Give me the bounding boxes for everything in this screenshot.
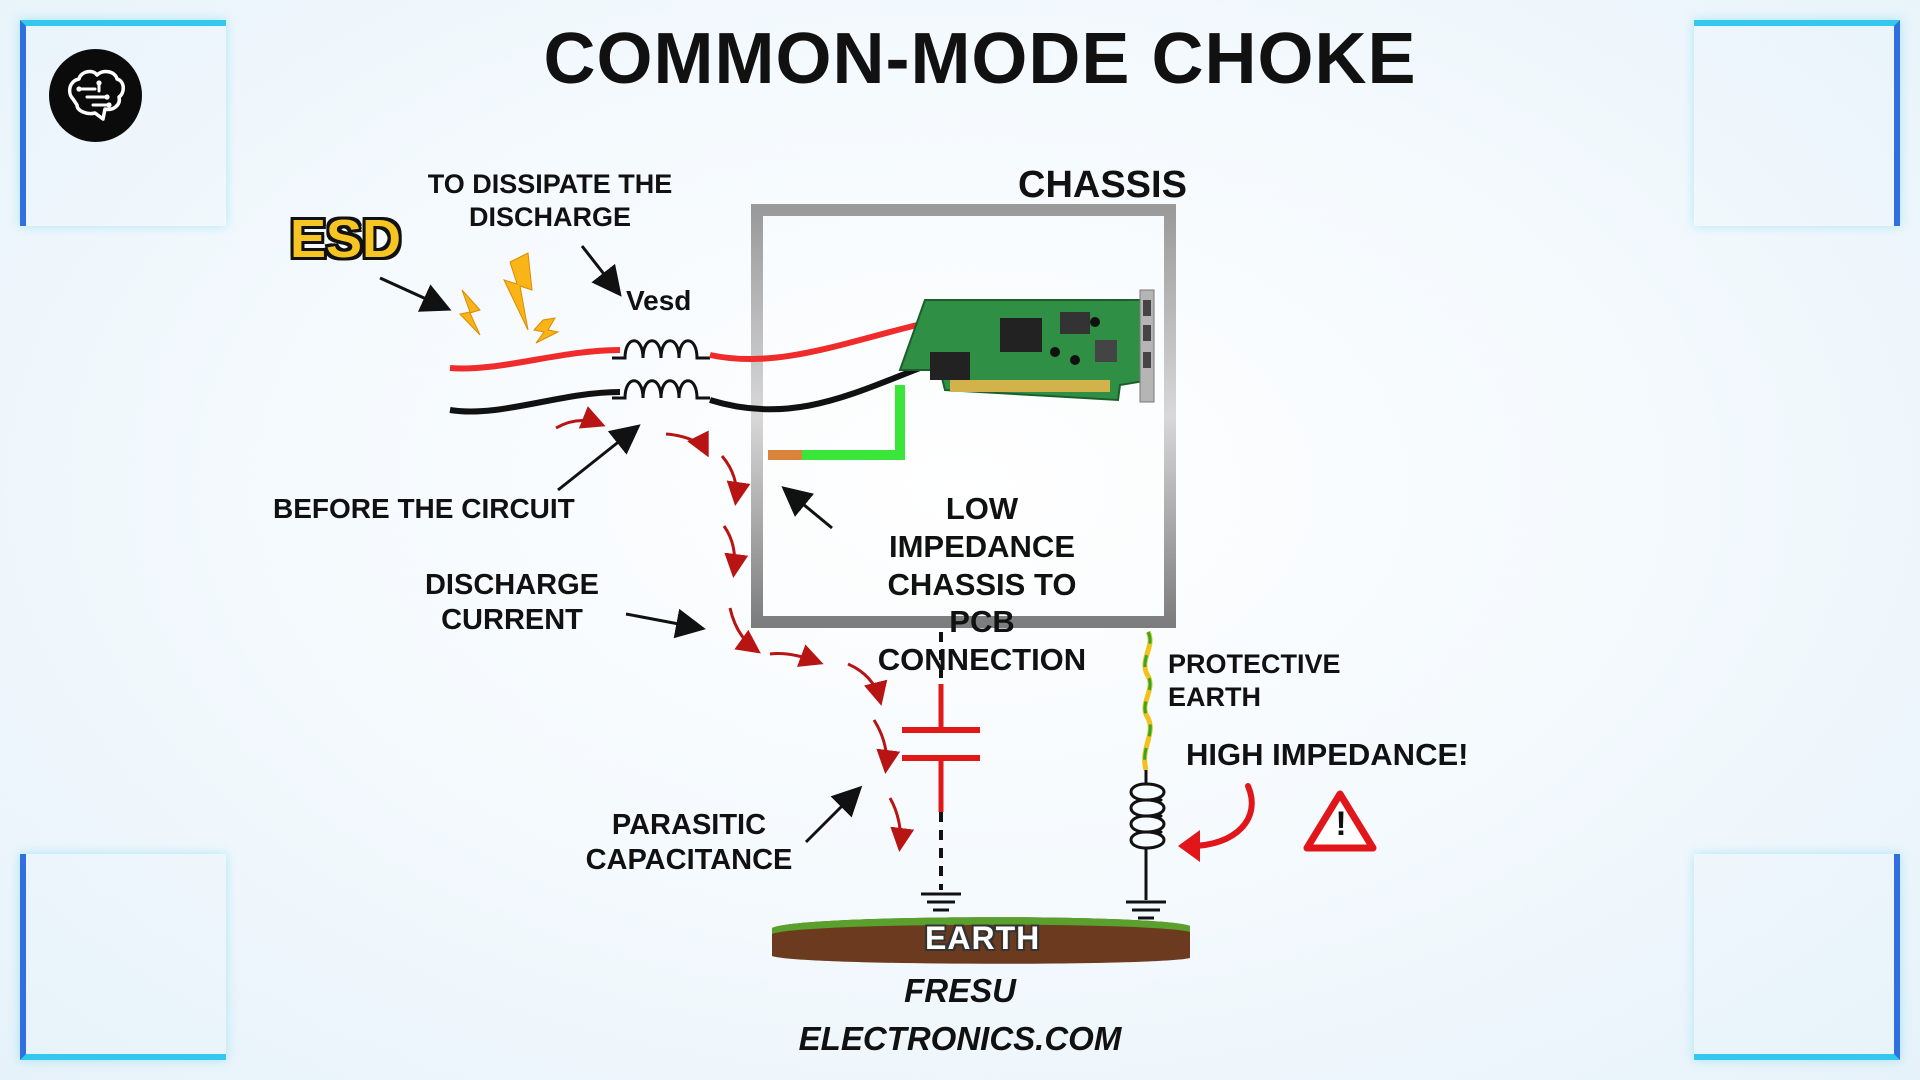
protective-earth-wire-yellow xyxy=(1142,630,1153,771)
black-wire-in xyxy=(449,389,621,415)
pcb-card xyxy=(898,289,1155,403)
warning-triangle-icon xyxy=(1303,790,1377,852)
vesd-label: Vesd xyxy=(626,285,692,316)
dissipate-label: TO DISSIPATE THE DISCHARGE xyxy=(427,169,673,232)
warning-glyph: ! xyxy=(1335,805,1347,843)
discharge-current-label: DISCHARGE CURRENT xyxy=(424,569,599,637)
arrow-before-circuit xyxy=(557,424,641,492)
arrow-discharge-current xyxy=(625,608,706,639)
chassis-label: CHASSIS xyxy=(1018,164,1187,206)
corner-bracket-bottom-right xyxy=(1694,854,1900,1060)
corner-bracket-top-right xyxy=(1694,20,1900,226)
page-title: COMMON-MODE CHOKE xyxy=(543,19,1417,99)
before-circuit-label: BEFORE THE CIRCUIT xyxy=(273,493,575,524)
earth-ground-strip xyxy=(772,917,1190,964)
brand-line-2: ELECTRONICS.COM xyxy=(798,1020,1122,1057)
brain-circuit-icon xyxy=(49,49,142,142)
chassis-box xyxy=(751,204,1176,628)
earth-label: EARTH xyxy=(925,920,1041,956)
high-impedance-arrow xyxy=(1187,783,1255,849)
arrow-parasitic xyxy=(804,785,863,844)
black-wire-out xyxy=(709,365,922,413)
corner-bracket-bottom-left xyxy=(20,854,226,1060)
arrow-dissipate xyxy=(580,245,622,297)
parasitic-capacitance-label: PARASITIC CAPACITANCE xyxy=(585,809,793,877)
brand-line-1: FRESU xyxy=(904,972,1016,1009)
red-wire-out xyxy=(709,319,931,363)
low-impedance-label: LOW IMPEDANCE CHASSIS TO PCB CONNECTION xyxy=(877,491,1087,678)
pcb-ground-wire xyxy=(800,385,905,460)
discharge-current-arrows xyxy=(555,406,915,852)
esd-label: ESD xyxy=(290,209,402,269)
ground-symbol-right xyxy=(1126,900,1166,920)
corner-bracket-top-left xyxy=(20,20,226,226)
common-mode-choke-coils xyxy=(612,339,710,400)
ground-symbol-left xyxy=(921,892,961,912)
arrow-esd xyxy=(379,276,452,312)
ground-wire-tip xyxy=(768,450,802,460)
red-wire-in xyxy=(449,347,621,372)
lightning-bolt-icon xyxy=(459,252,560,344)
protective-earth-label: PROTECTIVE EARTH xyxy=(1168,649,1341,712)
arrow-low-impedance xyxy=(781,486,833,530)
high-impedance-label: HIGH IMPEDANCE! xyxy=(1186,737,1469,772)
